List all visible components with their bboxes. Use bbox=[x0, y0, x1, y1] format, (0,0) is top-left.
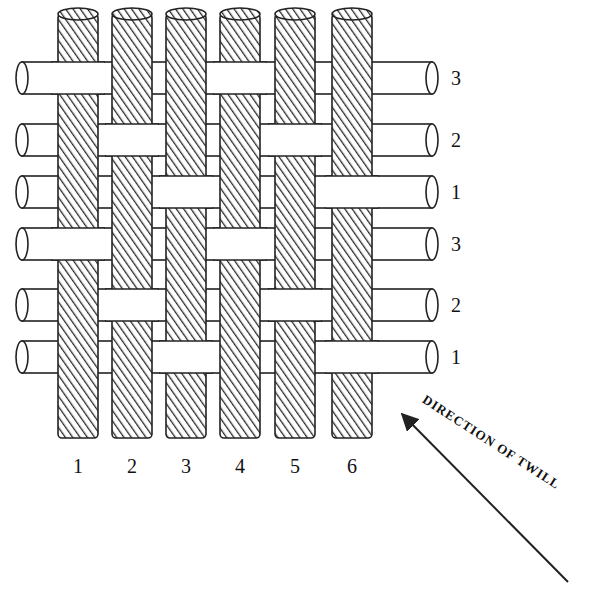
weft-end bbox=[426, 62, 438, 94]
weft-edge bbox=[325, 207, 379, 209]
weft-edge bbox=[159, 207, 213, 209]
warp-thread bbox=[166, 14, 206, 438]
weft-end bbox=[426, 124, 438, 156]
weft-edge bbox=[105, 155, 159, 157]
end-number: 1 bbox=[73, 456, 83, 476]
weft-float bbox=[214, 62, 266, 94]
warp-threads bbox=[58, 8, 372, 438]
warp-thread bbox=[332, 14, 372, 438]
weft-edge bbox=[51, 61, 105, 63]
end-number: 5 bbox=[290, 456, 300, 476]
weft-float bbox=[106, 289, 158, 321]
warp-end bbox=[58, 8, 98, 20]
end-number: 6 bbox=[347, 456, 357, 476]
weft-edge bbox=[213, 227, 267, 229]
weft-float bbox=[326, 341, 378, 373]
weft-edge bbox=[105, 123, 159, 125]
weft-edge bbox=[51, 259, 105, 261]
weft-edge bbox=[325, 340, 379, 342]
weft-float bbox=[214, 228, 266, 260]
weft-end bbox=[16, 124, 28, 156]
twill-direction-note: DIRECTION OF TWILL bbox=[420, 393, 562, 492]
weft-float bbox=[160, 176, 212, 208]
weft-edge bbox=[325, 372, 379, 374]
weft-edge bbox=[325, 175, 379, 177]
weft-end bbox=[426, 289, 438, 321]
weft-float bbox=[52, 228, 104, 260]
end-number: 3 bbox=[181, 456, 191, 476]
weft-edge bbox=[268, 288, 322, 290]
weft-end bbox=[16, 176, 28, 208]
pick-number: 2 bbox=[451, 130, 461, 150]
pick-number: 3 bbox=[451, 234, 461, 254]
weft-end bbox=[16, 228, 28, 260]
weft-end bbox=[16, 341, 28, 373]
weft-edge bbox=[105, 320, 159, 322]
weft-float bbox=[269, 124, 321, 156]
weft-floats bbox=[51, 62, 379, 373]
warp-thread bbox=[275, 14, 315, 438]
weft-edge bbox=[268, 320, 322, 322]
end-number: 4 bbox=[235, 456, 245, 476]
weft-end bbox=[426, 176, 438, 208]
weft-float bbox=[52, 62, 104, 94]
weft-end bbox=[426, 341, 438, 373]
warp-end bbox=[332, 8, 372, 20]
warp-end bbox=[166, 8, 206, 20]
weft-float bbox=[326, 176, 378, 208]
weft-float bbox=[269, 289, 321, 321]
weft-end bbox=[16, 289, 28, 321]
weft-end bbox=[426, 228, 438, 260]
weft-edge bbox=[51, 93, 105, 95]
weft-edge bbox=[213, 93, 267, 95]
warp-end bbox=[112, 8, 152, 20]
pick-number: 2 bbox=[451, 295, 461, 315]
weft-edge bbox=[159, 175, 213, 177]
weft-edge bbox=[51, 227, 105, 229]
pick-number: 3 bbox=[451, 68, 461, 88]
weft-end bbox=[16, 62, 28, 94]
warp-thread bbox=[112, 14, 152, 438]
weft-edge bbox=[268, 123, 322, 125]
weft-float bbox=[106, 124, 158, 156]
weft-edge bbox=[159, 340, 213, 342]
weft-edge bbox=[213, 259, 267, 261]
weft-edge bbox=[213, 61, 267, 63]
end-number: 2 bbox=[127, 456, 137, 476]
weft-edge bbox=[105, 288, 159, 290]
pick-number: 1 bbox=[451, 347, 461, 367]
pick-number: 1 bbox=[451, 182, 461, 202]
warp-end bbox=[275, 8, 315, 20]
weft-edge bbox=[159, 372, 213, 374]
weft-float bbox=[160, 341, 212, 373]
warp-end bbox=[220, 8, 260, 20]
weft-edge bbox=[268, 155, 322, 157]
